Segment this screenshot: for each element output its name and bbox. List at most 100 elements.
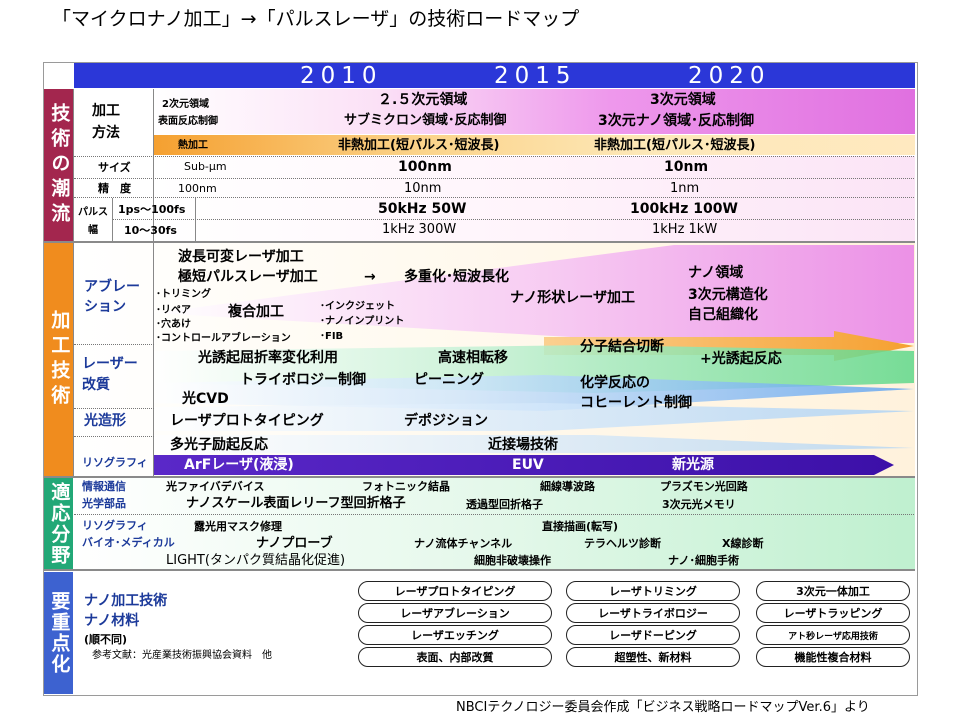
chem-1: 化学反応の [580,375,650,391]
app-terahertz: テラヘルツ診断 [584,537,661,550]
pulse-row2-2015: 1kHz 300W [382,222,457,237]
thermal-2010: 熱加工 [178,140,208,151]
app-xray: X線診断 [722,537,764,550]
method-2020-2: 3次元ナノ領域･反応制御 [598,113,755,129]
pill-3d-integrated: 3次元一体加工 [756,581,910,601]
pill-rapid-proto: レーザプロトタイピング [358,581,552,601]
compound-item-1: ･インクジェット [320,301,395,312]
app-waveguide: 細線導波路 [540,480,595,493]
app-cell-surgery: ナノ･細胞手術 [668,554,739,567]
method-label-1: 加工 [92,103,120,119]
pulse-label-2: 幅 [88,225,98,236]
method-label-2: 方法 [92,125,120,141]
nano-region-3: 自己組織化 [688,307,758,323]
year-2010: 2010 [300,63,383,89]
pill-etching: レーザエッチング [358,625,552,645]
app-cell-manip: 細胞非破壊操作 [474,554,551,567]
app-label-info: 情報通信 [82,480,126,493]
size-label: サイズ [98,161,131,174]
priority-nano-tech: ナノ加工技術 [84,593,168,609]
app-photonic: フォトニック結晶 [362,480,450,493]
multiphoton: 多光子励起反応 [170,437,268,453]
pill-composite: 機能性複合材料 [756,647,910,667]
tribology: トライボロジー制御 [240,372,366,388]
pill-doping: レーザドーピング [566,625,740,645]
pill-trimming: レーザトリミング [566,581,740,601]
pill-trapping: レーザトラッピング [756,603,910,623]
section-application-text: 適応分野 [48,481,71,566]
compound: 複合加工 [228,304,284,320]
ablation-label-1: アブレー [84,279,140,295]
refractive: 光誘起屈折率変化利用 [198,350,338,366]
app-fiber: 光ファイバデバイス [166,480,265,493]
ablation-item-4: ･コントロールアブレーション [156,333,291,344]
thermal-2020: 非熱加工(短パルス･短波長) [594,138,756,153]
near-field: 近接場技術 [488,437,558,453]
nano-region-2: 3次元構造化 [688,287,768,303]
pulse-row2-2020: 1kHz 1kW [652,222,718,237]
laser-mod-label-1: レーザー [82,356,138,372]
year-header [74,63,915,88]
compound-item-3: ･FIB [320,331,344,342]
nano-region-1: ナノ領域 [688,265,744,281]
multiplex: 多重化･短波長化 [404,269,509,285]
year-2015: 2015 [494,63,577,89]
priority-reference: 参考文献：光産業技術振興協会資料 他 [92,650,272,661]
section-priority-label: 要重点化 [44,572,73,694]
method-2010-1: 2次元領域 [162,99,209,110]
ablation-item-3: ･穴あけ [156,319,191,330]
trend-lower-band [154,156,915,241]
page-title: 「マイクロナノ加工」→「パルスレーザ」の技術ロードマップ [52,8,580,30]
thermal-band [154,135,915,155]
app-nanofluid: ナノ流体チャンネル [414,537,513,550]
priority-nano-mat: ナノ材料 [84,613,140,629]
pulse-1: 1ps～100fs [118,203,186,216]
photo-form-label: 光造形 [84,413,126,429]
ablation-title-1: 波長可変レーザ加工 [178,249,304,265]
app-plasmon: プラズモン光回路 [660,480,748,493]
app-light: LIGHT(タンパク質結晶化促進) [166,553,346,568]
size-2020: 10nm [664,159,709,175]
precision-2010: 100nm [178,182,217,195]
app-transmission: 透過型回折格子 [466,498,543,511]
thermal-2015: 非熱加工(短パルス･短波長) [338,138,500,153]
size-2015: 100nm [398,159,452,175]
year-2020: 2020 [688,63,771,89]
section-processing-text: 加工技術 [48,309,71,410]
phase-transition: 高速相転移 [438,350,508,366]
cvd: 光CVD [182,391,229,407]
source-note: NBCIテクノロジー委員会作成「ビジネス戦略ロードマップVer.6」より [456,700,870,715]
size-2010: Sub-μm [184,160,227,173]
application-bg [74,478,915,569]
app-3d-memory: 3次元光メモリ [662,498,736,511]
pill-tribology: レーザトライボロジー [566,603,740,623]
method-2015-2: サブミクロン領域･反応制御 [344,113,507,128]
method-band [154,89,915,134]
pulse-label-1: パルス [78,207,108,218]
compound-item-2: ･ナノインプリント [320,316,405,327]
pulse-row1-2020: 100kHz 100W [630,201,738,217]
peening: ピーニング [414,372,484,388]
app-nanoprobe: ナノプローブ [256,536,333,551]
pill-superplastic: 超塑性、新材料 [566,647,740,667]
method-2020-1: 3次元領域 [650,92,716,108]
app-relief: ナノスケール表面レリーフ型回折格子 [186,496,406,511]
section-application-label: 適応分野 [44,478,73,569]
section-trend-text: 技術の潮流 [48,102,71,228]
ablation-title-2: 極短パルスレーザ加工 [178,269,318,285]
pill-ablation: レーザアブレーション [358,603,552,623]
processing-wedges [154,245,914,475]
rapid-proto: レーザプロトタイピング [170,413,324,429]
ablation-item-2: ･リペア [156,305,191,316]
ablation-item-1: ･トリミング [156,289,211,300]
pulse-2: 10～30fs [124,224,177,237]
arrow-symbol: → [364,269,376,285]
nano-shape: ナノ形状レーザ加工 [510,290,636,306]
precision-2020: 1nm [670,181,700,196]
pill-attosecond: アト秒レーザ応用技術 [756,625,910,645]
litho-euv: EUV [512,457,544,473]
section-trend-label: 技術の潮流 [44,89,73,241]
litho-new: 新光源 [672,457,714,473]
pill-surface-mod: 表面、内部改質 [358,647,552,667]
photo-excited: +光誘起反応 [700,351,782,367]
